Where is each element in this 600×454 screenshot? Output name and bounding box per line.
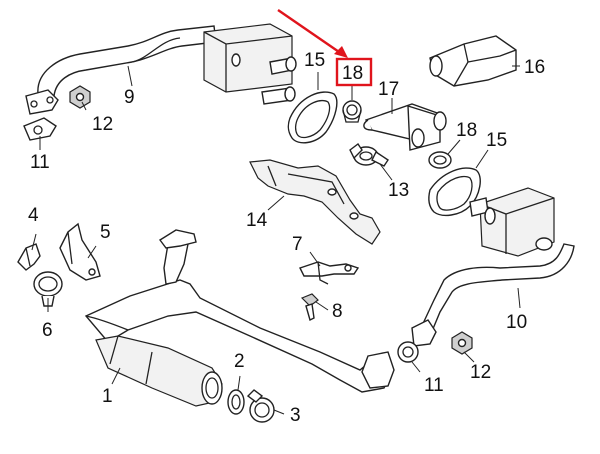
highlight-box xyxy=(335,57,373,87)
part-18-clamp-lower[interactable] xyxy=(428,151,452,169)
part-12-nut-left[interactable] xyxy=(69,85,91,109)
callout-13: 13 xyxy=(388,180,409,201)
part-18-clamp-upper[interactable] xyxy=(342,100,362,123)
highlight-part-18 xyxy=(277,9,373,87)
callout-15-lower: 15 xyxy=(486,130,507,151)
part-16-tailpipe-extension[interactable] xyxy=(429,35,517,87)
part-10-right-tailpipe-muffler[interactable] xyxy=(411,187,575,347)
callout-16: 16 xyxy=(524,57,545,78)
callout-14: 14 xyxy=(246,210,268,231)
callout-12-lower: 12 xyxy=(470,362,491,383)
callout-10: 10 xyxy=(506,312,527,333)
callout-11-upper: 11 xyxy=(30,152,50,173)
part-15-gasket-lower[interactable] xyxy=(428,167,481,217)
highlight-arrowhead xyxy=(334,46,348,58)
callout-1: 1 xyxy=(102,386,113,407)
callout-17: 17 xyxy=(378,79,399,100)
callout-18-upper: 18 xyxy=(342,63,363,84)
callout-18-lower: 18 xyxy=(456,120,477,141)
part-11-gasket-right[interactable] xyxy=(397,341,419,363)
leader-lines xyxy=(31,65,521,415)
part-1-front-pipe-converter[interactable] xyxy=(84,229,395,407)
part-11-gasket-left[interactable] xyxy=(23,117,57,141)
part-5-bracket[interactable] xyxy=(59,222,101,281)
callout-12-upper: 12 xyxy=(92,114,113,135)
callout-11-lower: 11 xyxy=(424,375,444,396)
callout-4: 4 xyxy=(28,205,39,226)
callout-15-upper: 15 xyxy=(304,50,325,71)
callout-3: 3 xyxy=(290,405,301,426)
part-8-bolt[interactable] xyxy=(300,293,319,322)
callout-7: 7 xyxy=(292,234,303,255)
callout-6: 6 xyxy=(42,320,53,341)
part-15-gasket-upper[interactable] xyxy=(287,91,338,144)
callout-9: 9 xyxy=(124,87,135,108)
part-7-hanger-bracket[interactable] xyxy=(299,261,360,285)
part-2-gasket-ring[interactable] xyxy=(227,389,245,415)
part-3-band-clamp[interactable] xyxy=(246,389,275,423)
part-9-left-tailpipe-muffler[interactable] xyxy=(25,23,297,115)
callout-2: 2 xyxy=(234,351,245,372)
part-14-heat-shield-bracket[interactable] xyxy=(249,159,381,245)
callout-8: 8 xyxy=(332,301,343,322)
callout-5: 5 xyxy=(100,222,111,243)
callout-labels: 9 12 11 15 18 17 16 18 15 13 14 7 8 4 5 … xyxy=(28,50,545,426)
part-12-nut-right[interactable] xyxy=(451,331,473,355)
part-4-bracket[interactable] xyxy=(17,243,41,271)
part-17-tail-pipe-tip[interactable] xyxy=(363,103,447,151)
part-13-clamp-bolt[interactable] xyxy=(349,142,389,167)
